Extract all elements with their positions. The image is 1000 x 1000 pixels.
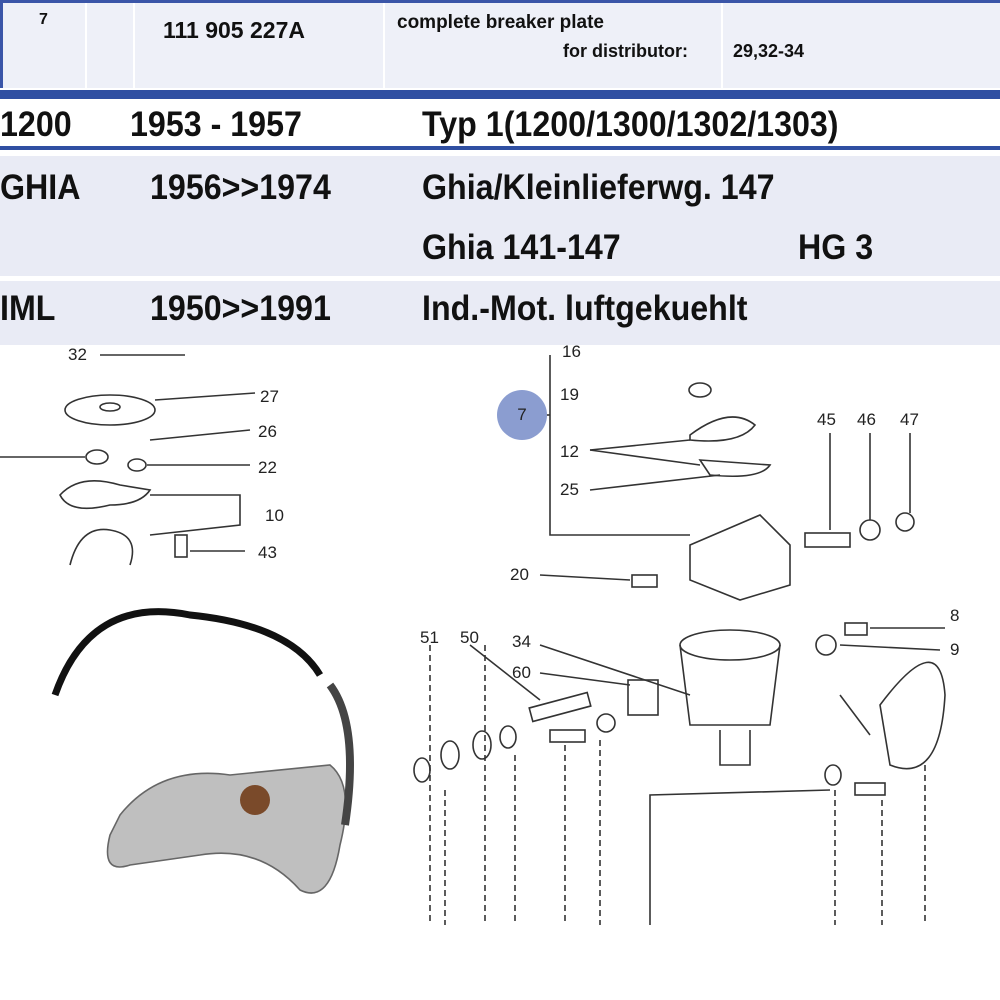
model-row: IML 1950>>1991 Ind.-Mot. luftgekuehlt (0, 281, 1000, 345)
cam-plate-drawing (64, 394, 156, 426)
model-years: 1953 - 1957 (130, 105, 302, 144)
callout-label: 27 (260, 387, 279, 406)
callout-label: 50 (460, 628, 479, 647)
callout-label: 20 (510, 565, 529, 584)
breaker-photo (106, 764, 347, 894)
callout-label: 8 (950, 606, 959, 625)
callout-label: 51 (420, 628, 439, 647)
distributor-cap-drawing (879, 661, 946, 770)
callout-label: 12 (560, 442, 579, 461)
breaker-assembly-drawing (689, 514, 791, 601)
exploded-diagram: 32 27 26 22 10 43 16 19 12 25 45 46 47 2… (0, 345, 959, 925)
part-row: 7 111 905 227A complete breaker plate fo… (0, 0, 1000, 91)
breaker-plate-drawing (59, 479, 152, 510)
callout-label: 25 (560, 480, 579, 499)
model-desc: Typ 1(1200/1300/1302/1303) (422, 105, 839, 144)
callout-label: 46 (857, 410, 876, 429)
for-distributor-label: for distributor: (563, 41, 688, 61)
callout-label: 26 (258, 422, 277, 441)
model-desc: Ghia/Kleinlieferwg. 147 (422, 168, 775, 207)
model-group: HG 3 (798, 228, 874, 267)
part-position: 7 (39, 11, 48, 28)
wire-drawing (51, 608, 323, 697)
callout-label: 34 (512, 632, 531, 651)
callout-label: 9 (950, 640, 959, 659)
callout-label: 16 (562, 345, 581, 361)
callout-label: 47 (900, 410, 919, 429)
model-code: 1200 (0, 105, 72, 144)
model-code: GHIA (0, 168, 81, 207)
model-desc-2: Ghia 141-147 (422, 228, 621, 267)
for-distributor-value: 29,32-34 (733, 41, 805, 61)
callout-label: 45 (817, 410, 836, 429)
model-years: 1950>>1991 (150, 289, 331, 328)
part-number: 111 905 227A (163, 17, 305, 43)
callout-label: 32 (68, 345, 87, 364)
callout-label: 43 (258, 543, 277, 562)
divider (0, 90, 1000, 99)
part-description: complete breaker plate (397, 12, 604, 33)
model-desc: Ind.-Mot. luftgekuehlt (422, 289, 748, 328)
position-badge: 7 (497, 390, 547, 440)
callout-label: 60 (512, 663, 531, 682)
callout-label: 19 (560, 385, 579, 404)
callout-label: 22 (258, 458, 277, 477)
model-code: IML (0, 289, 56, 328)
model-row: GHIA 1956>>1974 Ghia/Kleinlieferwg. 147 … (0, 156, 1000, 276)
model-years: 1956>>1974 (150, 168, 331, 207)
callout-label: 10 (265, 506, 284, 525)
model-row: 1200 1953 - 1957 Typ 1(1200/1300/1302/13… (0, 99, 1000, 150)
